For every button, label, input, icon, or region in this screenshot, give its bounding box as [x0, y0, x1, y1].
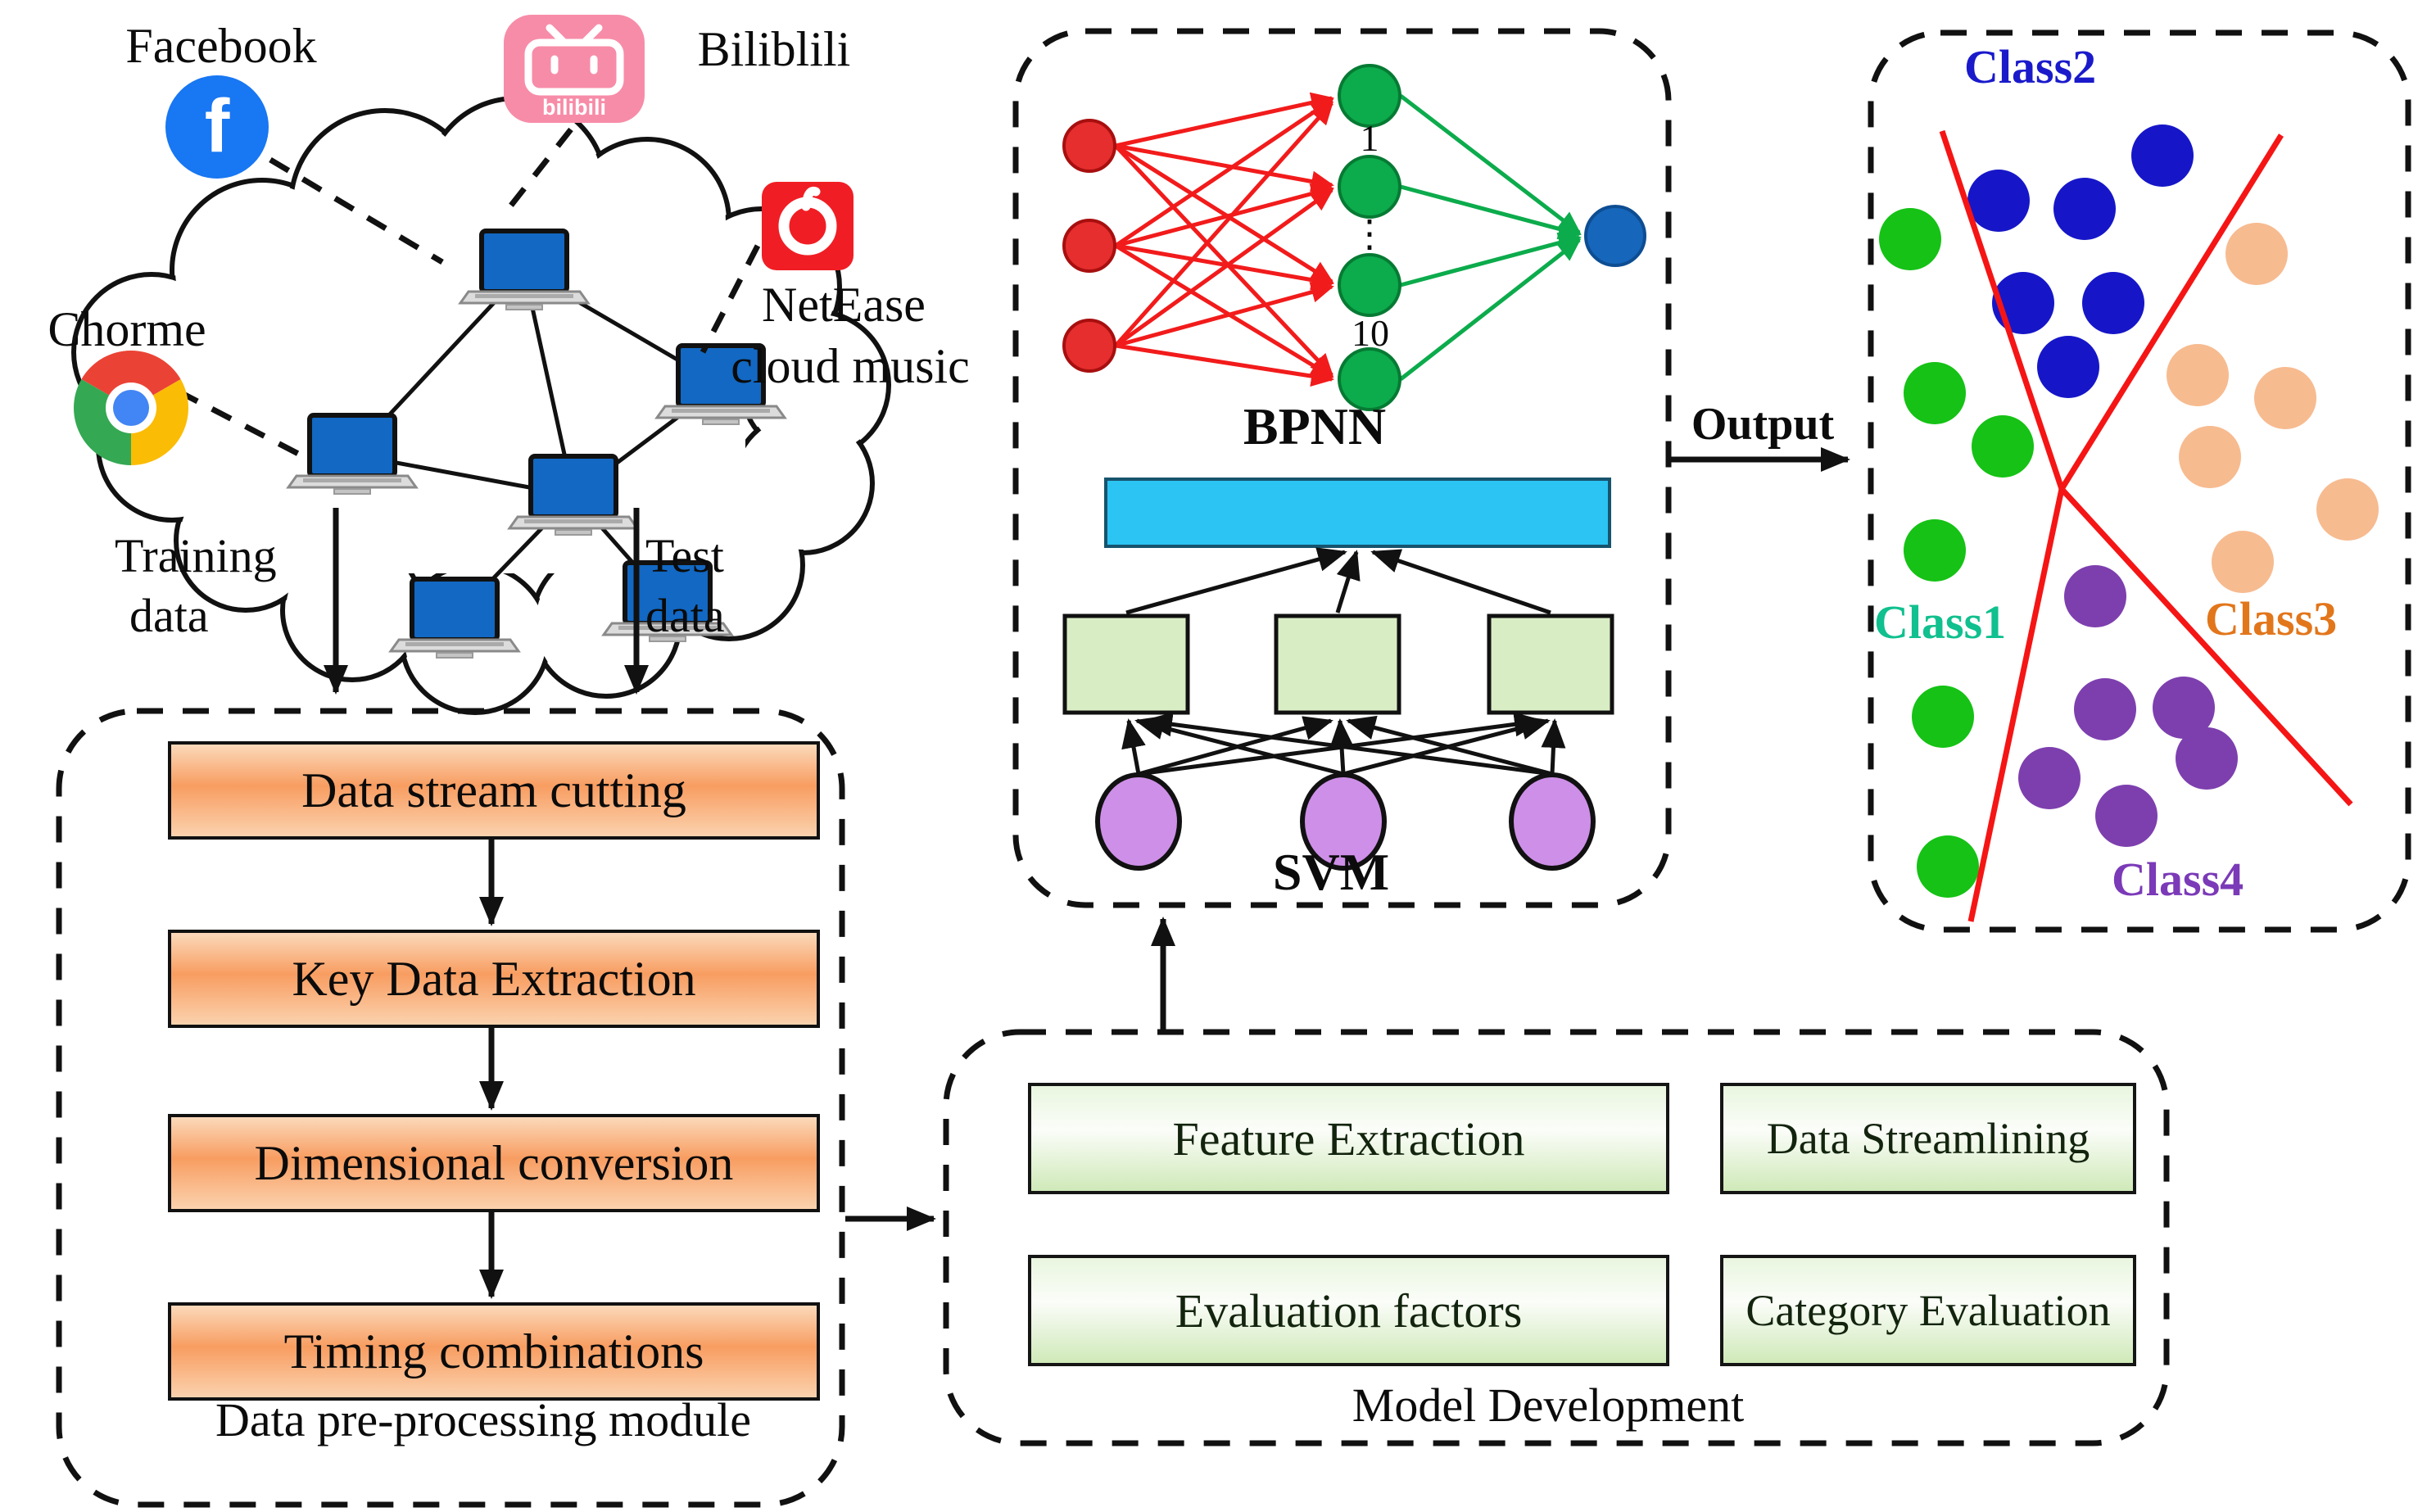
class-dots-layer	[1879, 124, 2379, 898]
svm-upper-arrows	[1125, 547, 1551, 615]
purple-class-dot	[2064, 565, 2126, 627]
test-data-label-line1: Test	[645, 529, 724, 582]
svm-input-nodes	[1095, 772, 1596, 871]
svm-structure	[1062, 478, 1614, 871]
class-separator-line	[1939, 129, 2065, 491]
preprocessing-box-border	[56, 708, 845, 1508]
hidden-node-ellipsis-label: ⋮	[1351, 213, 1388, 255]
box-category-evaluation: Category Evaluation	[1720, 1255, 2136, 1366]
green-class-dot	[1912, 686, 1974, 748]
bilibili-icon: bilibili	[504, 15, 645, 123]
blue-class-dot	[2082, 272, 2144, 334]
orange-class-dot	[2212, 531, 2274, 593]
purple-class-dot	[2095, 785, 2158, 847]
orange-class-dot	[2316, 478, 2379, 541]
class-separator-lines	[1939, 129, 2353, 922]
orange-class-dot	[2179, 426, 2241, 488]
class-separator-line	[1967, 488, 2065, 922]
preprocessing-arrows	[479, 835, 1175, 1299]
laptop-icon	[460, 231, 588, 310]
class-separator-line	[2059, 487, 2353, 807]
class2-label: Class2	[1964, 40, 2097, 93]
bpnn-network	[1062, 64, 1646, 411]
module-borders	[56, 28, 2411, 1508]
blue-class-dot	[2037, 336, 2099, 398]
bpnn-hidden-nodes	[1338, 64, 1401, 411]
bilibili-label: Biliblili	[697, 22, 851, 76]
bpnn-input-nodes	[1062, 119, 1116, 373]
step-key-data-extraction: Key Data Extraction	[168, 930, 820, 1028]
bpnn-input-links	[1114, 92, 1334, 387]
box-feature-extraction: Feature Extraction	[1028, 1083, 1669, 1194]
step-timing-combinations: Timing combinations	[168, 1302, 820, 1401]
class4-label: Class4	[2112, 853, 2244, 906]
orange-class-dot	[2254, 367, 2316, 429]
svm-lower-arrows	[1121, 712, 1566, 776]
green-class-dot	[1904, 362, 1966, 424]
app-connectors	[177, 127, 761, 459]
netease-label-line2: cloud music	[731, 339, 970, 393]
class1-label: Class1	[1874, 595, 2007, 649]
green-class-dot	[1972, 415, 2034, 478]
facebook-label: Facebook	[125, 19, 317, 73]
box-data-streamlining: Data Streamlining	[1720, 1083, 2136, 1194]
laptop-icon	[288, 415, 416, 494]
purple-class-dot	[2018, 747, 2081, 809]
training-data-label-line2: data	[129, 589, 209, 642]
blue-class-dot	[2131, 124, 2194, 187]
green-class-dot	[1904, 519, 1966, 582]
preprocessing-module-title: Data pre-processing module	[215, 1393, 751, 1446]
class-separator-line	[2059, 134, 2284, 491]
output-label: Output	[1691, 399, 1835, 450]
hidden-node-last-label: 10	[1352, 312, 1389, 354]
blue-class-dot	[1967, 170, 2030, 232]
step-dimensional-conversion: Dimensional conversion	[168, 1114, 820, 1212]
purple-class-dot	[2176, 727, 2238, 790]
chrome-label: Chorme	[48, 302, 206, 356]
orange-class-dot	[2167, 344, 2229, 406]
hidden-node-first-label: 1	[1360, 117, 1379, 159]
laptop-icon	[509, 456, 637, 535]
bilibili-icon-word: bilibili	[542, 95, 606, 120]
orange-class-dot	[2225, 223, 2288, 285]
svm-kernel-boxes	[1062, 613, 1614, 715]
cloud-network	[71, 96, 891, 715]
svm-title: SVM	[1272, 843, 1390, 901]
facebook-icon-glyph: f	[205, 84, 230, 168]
bpnn-title: BPNN	[1243, 397, 1387, 455]
bpnn-output-links	[1399, 94, 1582, 381]
class3-label: Class3	[2205, 592, 2338, 645]
chrome-icon	[74, 351, 188, 465]
step-data-stream-cutting: Data stream cutting	[168, 741, 820, 840]
green-class-dot	[1879, 208, 1941, 270]
laptop-icon	[391, 579, 518, 658]
bpnn-svm-box-border	[1012, 28, 1672, 908]
purple-class-dot	[2153, 677, 2215, 739]
class-panel-border	[1868, 29, 2411, 933]
facebook-icon: f	[165, 75, 269, 179]
training-data-label-line1: Training	[115, 529, 277, 582]
netease-label-line1: NetEase	[762, 278, 926, 332]
purple-class-dot	[2074, 678, 2136, 740]
test-data-label-line2: data	[645, 589, 725, 642]
box-evaluation-factors: Evaluation factors	[1028, 1255, 1669, 1366]
model-development-title: Model Development	[1352, 1378, 1745, 1432]
bpnn-output-node	[1584, 205, 1646, 267]
green-class-dot	[1917, 835, 1979, 898]
data-flow-arrows	[324, 508, 649, 695]
blue-class-dot	[2053, 178, 2116, 240]
svm-decision-bar	[1104, 478, 1611, 548]
netease-music-icon	[762, 182, 854, 270]
